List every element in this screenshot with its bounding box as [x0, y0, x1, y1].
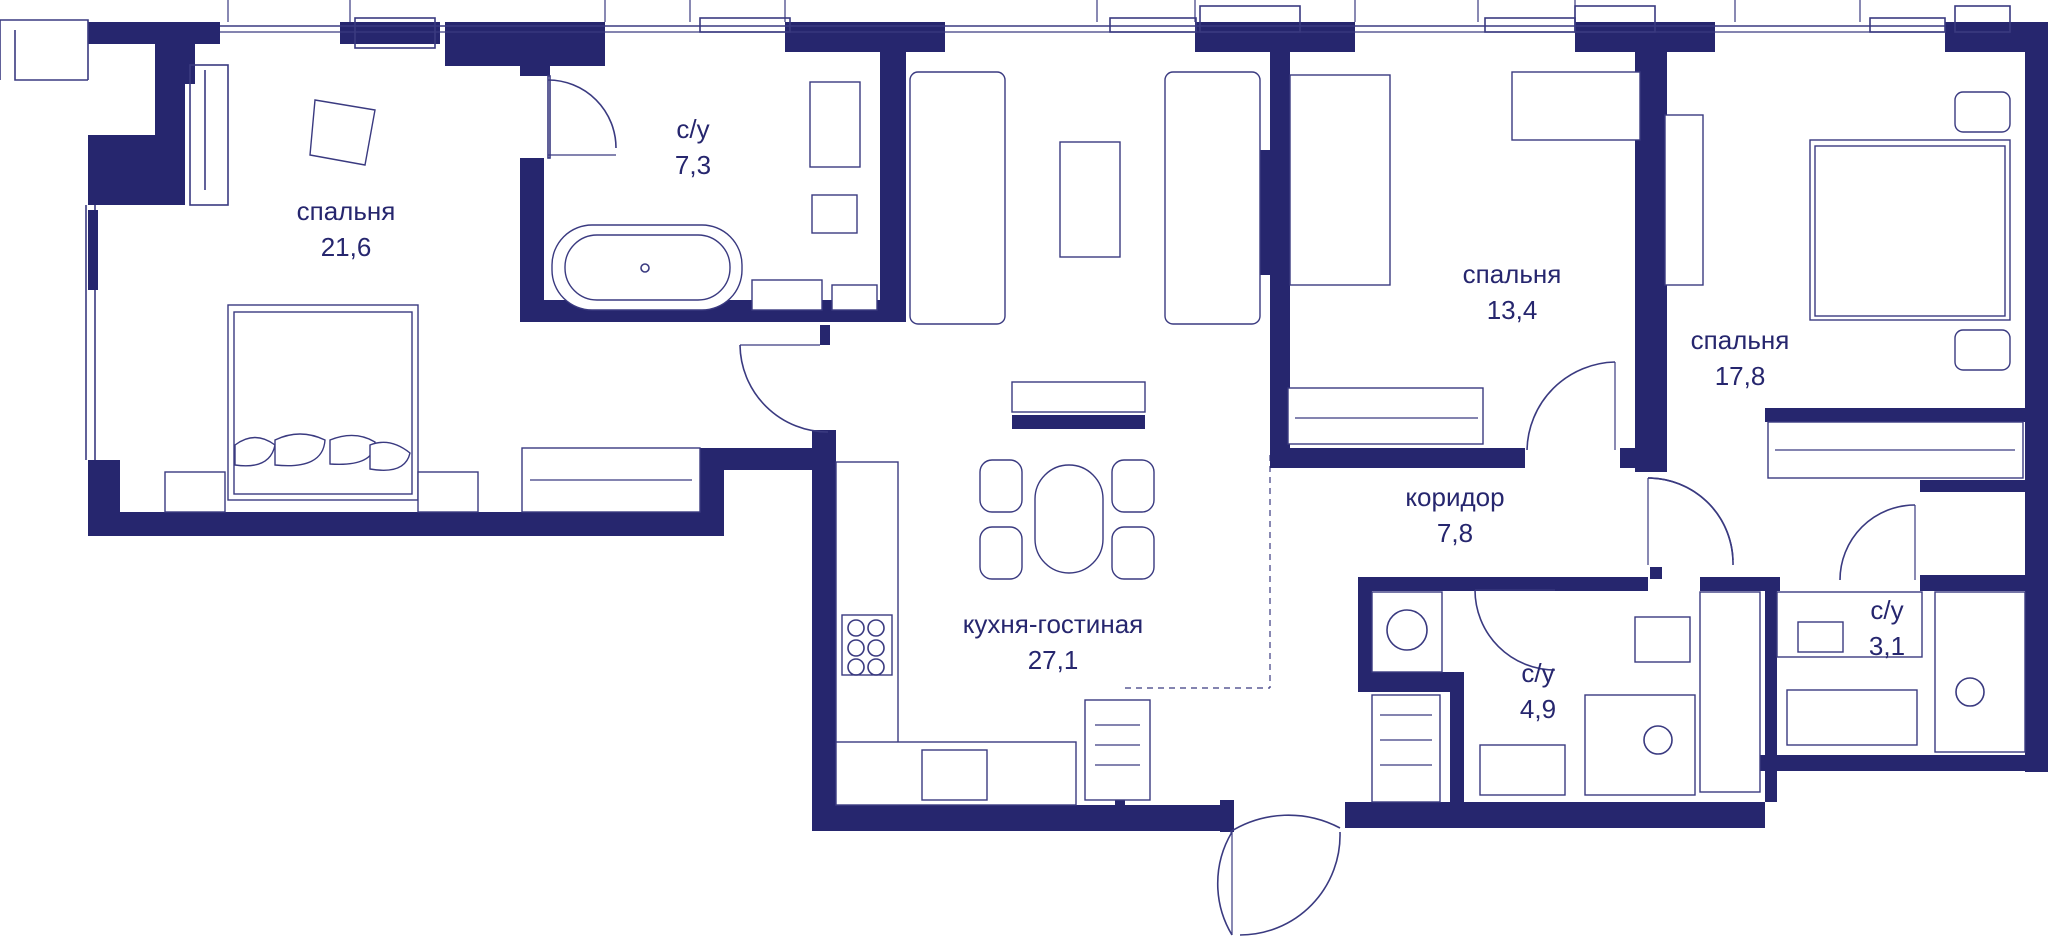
room-area: 4,9 [1520, 694, 1556, 724]
room-area: 13,4 [1487, 295, 1538, 325]
room-label-kitchen-living: кухня-гостиная 27,1 [963, 609, 1143, 675]
room-label-bathroom-1: с/у 7,3 [675, 114, 711, 180]
room-label-bathroom-3: с/у 3,1 [1869, 595, 1905, 661]
room-label-bedroom-1: спальня 21,6 [297, 196, 396, 262]
furniture [164, 71, 2026, 806]
bedroom-2-walls [1260, 52, 1655, 472]
kitchen-living-walls [739, 325, 1271, 832]
room-label-bedroom-3: спальня 17,8 [1691, 325, 1790, 391]
room-name: с/у [676, 114, 709, 144]
room-name: с/у [1521, 658, 1554, 688]
room-label-bathroom-2: с/у 4,9 [1520, 658, 1556, 724]
room-area: 3,1 [1869, 631, 1905, 661]
room-label-bedroom-2: спальня 13,4 [1463, 259, 1562, 325]
room-area: 21,6 [321, 232, 372, 262]
room-name: с/у [1870, 595, 1903, 625]
room-area: 27,1 [1028, 645, 1079, 675]
room-name: спальня [297, 196, 396, 226]
left-balcony [0, 19, 229, 460]
lower-right-walls [1217, 477, 2048, 936]
room-area: 17,8 [1715, 361, 1766, 391]
room-area: 7,3 [675, 150, 711, 180]
room-name: кухня-гостиная [963, 609, 1143, 639]
room-area: 7,8 [1437, 518, 1473, 548]
room-name: спальня [1463, 259, 1562, 289]
room-label-corridor: коридор 7,8 [1405, 482, 1504, 548]
bedroom-1-walls [88, 448, 820, 536]
top-facade [88, 0, 2048, 66]
room-name: коридор [1405, 482, 1504, 512]
room-name: спальня [1691, 325, 1790, 355]
